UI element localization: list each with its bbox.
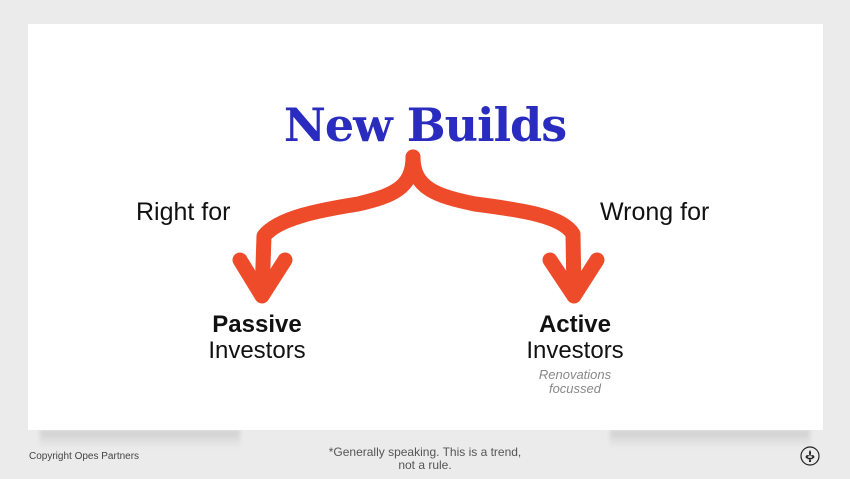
- right-for-label: Right for: [136, 198, 231, 226]
- copyright-text: Copyright Opes Partners: [29, 451, 140, 462]
- right-arrowhead: [542, 252, 605, 304]
- fleur-de-lis-icon: [800, 446, 820, 466]
- footnote-line-1: *Generally speaking. This is a trend,: [328, 445, 522, 459]
- note-line-1: Renovations: [538, 367, 612, 382]
- footnote-line-2: not a rule.: [398, 458, 452, 472]
- slide-shadow-right: [610, 430, 810, 448]
- slide-canvas: [28, 24, 823, 430]
- right-branch-arrow: [405, 149, 582, 303]
- passive-label: Passive: [212, 311, 302, 338]
- slide-shadow-left: [40, 430, 240, 448]
- active-investors-label: Investors: [526, 337, 624, 364]
- active-label: Active: [538, 311, 612, 338]
- renovations-note: Renovations focussed: [490, 368, 660, 396]
- active-investors-group: Active Investors Renovations focussed: [490, 312, 660, 396]
- wrong-for-label: Wrong for: [600, 198, 710, 226]
- passive-investors-label: Investors: [208, 337, 306, 364]
- footnote: *Generally speaking. This is a trend, no…: [320, 446, 530, 472]
- left-branch-arrow: [254, 149, 421, 303]
- note-line-2: focussed: [548, 381, 602, 396]
- passive-investors-group: Passive Investors: [170, 312, 344, 364]
- page-title: New Builds: [283, 98, 567, 152]
- left-arrowhead: [232, 252, 293, 304]
